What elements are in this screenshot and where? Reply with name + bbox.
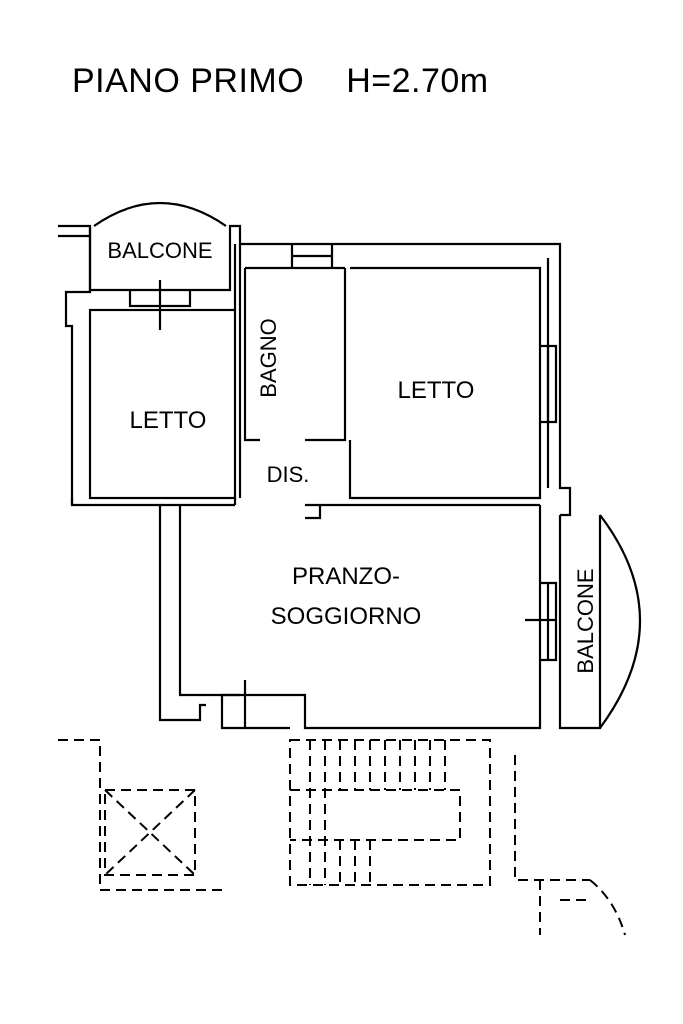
label-letto-right: LETTO [398, 377, 475, 404]
outer-wall-top [58, 234, 572, 517]
label-letto-left: LETTO [130, 407, 207, 434]
window-bagno [290, 244, 334, 268]
lower-right-arc [589, 879, 626, 936]
lower-right-wall [514, 755, 590, 935]
ceiling-height: H=2.70m [346, 62, 489, 100]
label-bagno: BAGNO [256, 318, 281, 397]
label-soggiorno: SOGGIORNO [271, 603, 422, 630]
balcony-top-arc [93, 202, 227, 227]
stair-outline [289, 739, 491, 886]
balcony-right-arc [599, 514, 642, 729]
room-letto-right [348, 266, 542, 500]
room-letto-left [88, 308, 237, 500]
balcony-right [558, 515, 602, 730]
lift-shaft [58, 739, 225, 891]
plan-title: PIANO PRIMO H=2.70m [72, 62, 489, 101]
room-pranzo-soggiorno [178, 505, 542, 730]
balcony-top [88, 224, 242, 292]
label-dis: DIS. [267, 462, 310, 487]
floor-name: PIANO PRIMO [72, 62, 305, 100]
stair-treads [309, 740, 446, 885]
window-letto-right [540, 344, 558, 424]
room-bagno [243, 266, 347, 442]
label-balcone-right: BALCONE [573, 568, 598, 673]
door-entry [220, 680, 290, 730]
outer-wall [58, 224, 206, 722]
window-pranzo [525, 581, 558, 662]
label-balcone-top: BALCONE [107, 238, 212, 263]
label-pranzo: PRANZO- [292, 563, 400, 590]
lift-cross [104, 789, 196, 876]
corridor-wall [233, 498, 540, 520]
